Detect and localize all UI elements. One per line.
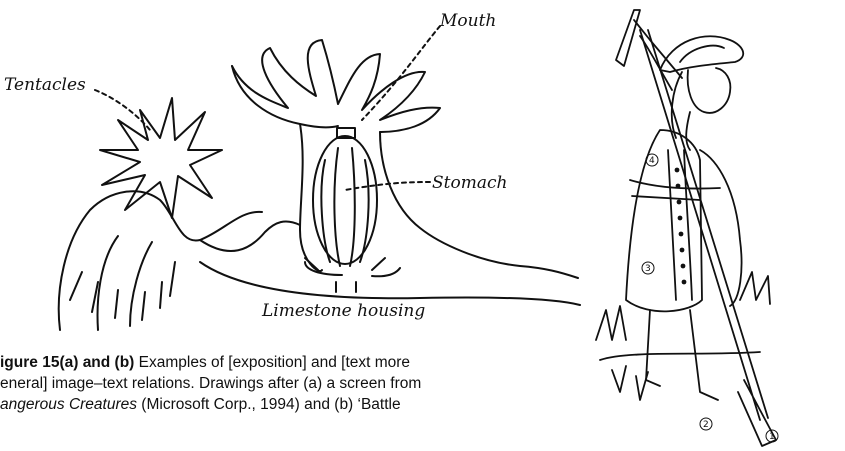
- caption-title: angerous Creatures: [0, 396, 137, 413]
- caption-figure-label: igure 15(a) and (b): [0, 354, 134, 371]
- marker-4: 4: [649, 156, 655, 166]
- caption-line-2: eneral] image–text relations. Drawings a…: [0, 373, 520, 394]
- raised-arm: [634, 20, 682, 90]
- musket: [640, 30, 776, 446]
- caption-line-3-text: (Microsoft Corp., 1994) and (b) ‘Battle: [137, 396, 401, 413]
- marker-2: 2: [703, 420, 709, 430]
- caption-line-1-text: Examples of [exposition] and [text more: [134, 354, 410, 371]
- marker-3: 3: [645, 264, 651, 274]
- legs: [646, 310, 718, 400]
- marker-1: 1: [769, 432, 775, 442]
- caption-line-3: angerous Creatures (Microsoft Corp., 199…: [0, 394, 520, 415]
- figure-caption: igure 15(a) and (b) Examples of [exposit…: [0, 352, 520, 415]
- head: [688, 68, 731, 113]
- caption-line-1: igure 15(a) and (b) Examples of [exposit…: [0, 352, 520, 373]
